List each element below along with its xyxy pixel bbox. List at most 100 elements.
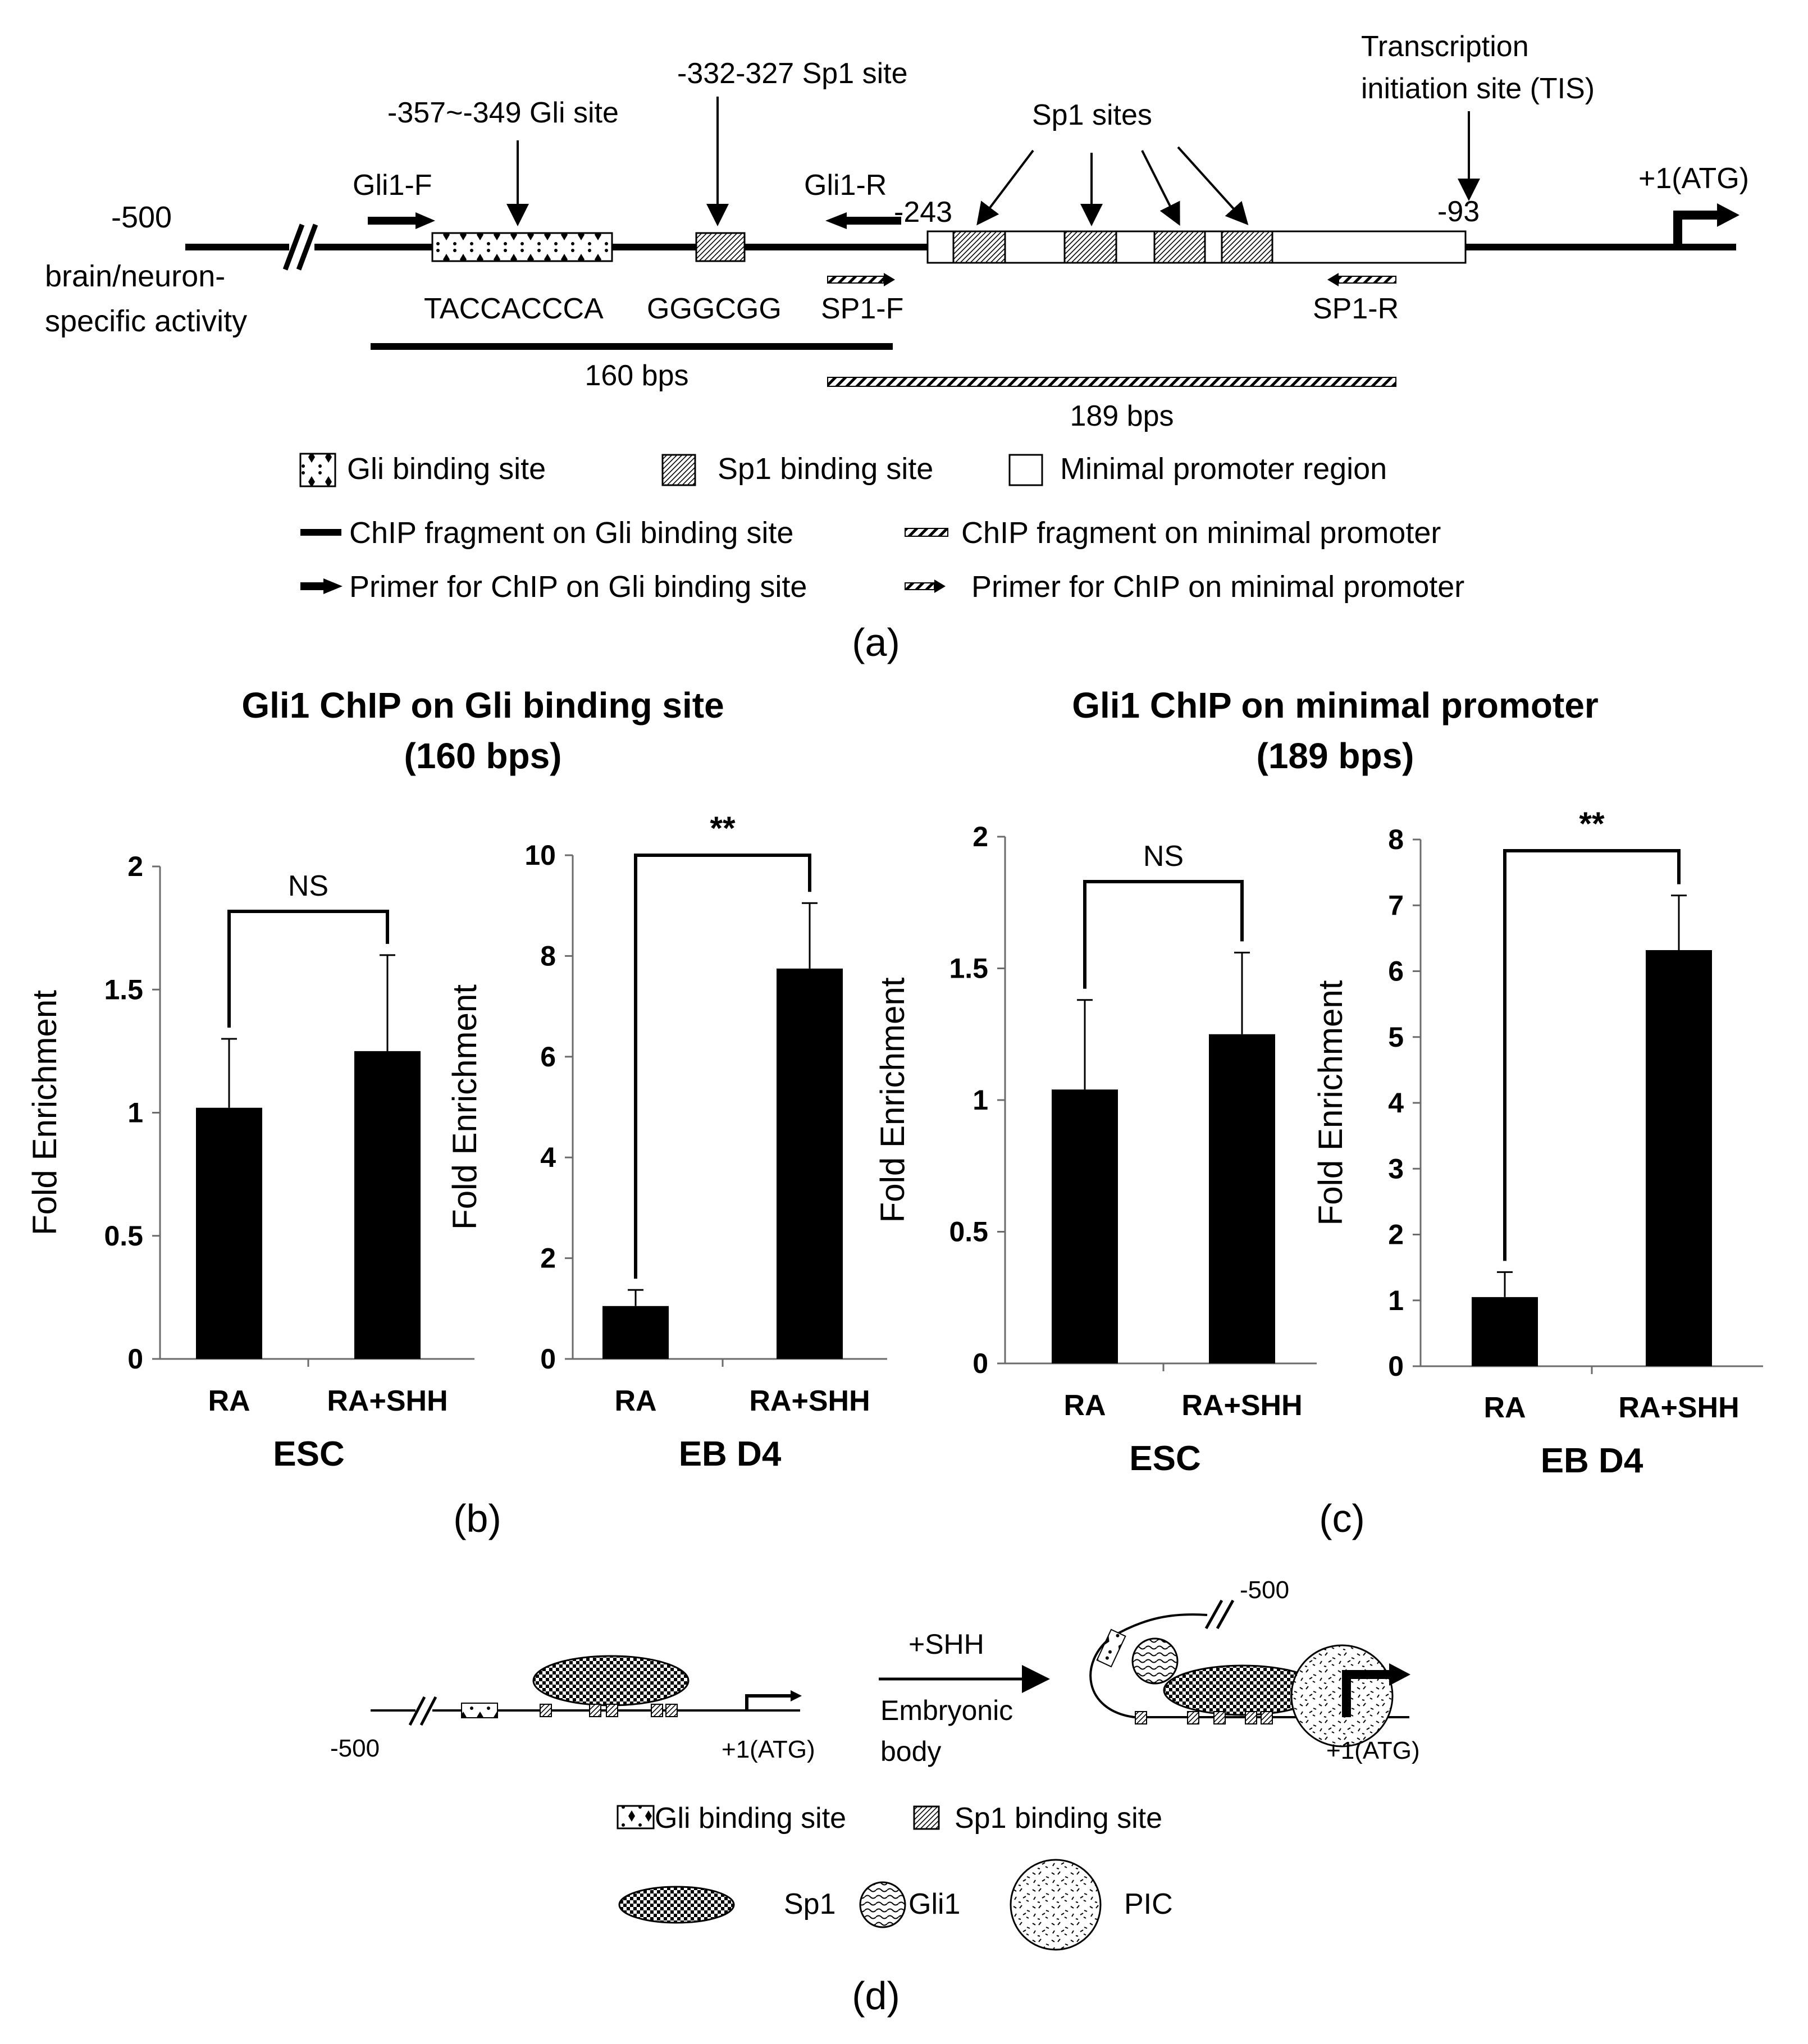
sp1-f-primer-arrow [827, 276, 884, 284]
sp1-r-label: SP1-R [1313, 293, 1399, 325]
y-tick-label: 5 [1388, 1021, 1404, 1053]
tis-label-2: initiation site (TIS) [1361, 72, 1595, 105]
sp1-legend-swatch [618, 1886, 735, 1924]
sp1-binding-site [1213, 1711, 1226, 1724]
significance-bracket [1503, 849, 1681, 1261]
chip-fragment-minimal-promoter [827, 377, 1396, 387]
embryonic-label: Embryonic [880, 1695, 1013, 1726]
gli-binding-site [431, 232, 613, 262]
y-tick-label: 4 [540, 1142, 556, 1173]
sp1-binding-legend-label: Sp1 binding site [955, 1802, 1162, 1835]
category-label: RA [614, 1385, 656, 1417]
promoter-line-break-2 [296, 223, 318, 271]
left-neg500: -500 [330, 1735, 380, 1762]
x-axis-label: ESC [273, 1435, 344, 1473]
panel-c-title-1: Gli1 ChIP on minimal promoter [1072, 685, 1599, 726]
panel-c-label: (c) [1319, 1496, 1365, 1540]
sp1-binding-site [1187, 1711, 1199, 1724]
promoter-line-break-1 [282, 223, 305, 271]
category-label: RA+SHH [1618, 1391, 1739, 1424]
right-atg-arrowhead [1389, 1663, 1410, 1686]
category-label: RA+SHH [1181, 1389, 1302, 1422]
sp1-binding-site [1135, 1711, 1147, 1724]
panel-d-model: -500 +1(ATG) +SHH Embryonic body -500 +1… [330, 1576, 1420, 2018]
x-axis-label: EB D4 [679, 1435, 782, 1473]
atg-arrowhead [1717, 203, 1739, 227]
y-tick-label: 0 [973, 1348, 988, 1379]
gli1-r-primer-arrowhead [825, 212, 847, 229]
sp1-binding-legend-label: Sp1 binding site [718, 452, 933, 486]
sp1-binding-site [952, 230, 1006, 264]
panel-c-title-2: (189 bps) [1257, 736, 1414, 776]
y-tick-label: 2 [973, 821, 988, 852]
panel-a-legend: Gli binding site Sp1 binding site Minima… [299, 452, 1464, 604]
panel-a-label: (a) [852, 620, 900, 664]
bar [1646, 950, 1712, 1366]
y-axis-label: Fold Enrichment [874, 977, 911, 1222]
sp1-binding-site [651, 1704, 663, 1717]
sp1-f-primer-arrowhead [884, 273, 895, 286]
category-label: RA+SHH [749, 1385, 870, 1417]
significance-bracket [227, 910, 389, 1028]
sp1-binding-site [1063, 230, 1117, 264]
y-tick-label: 8 [1388, 824, 1404, 855]
category-label: RA [208, 1385, 250, 1417]
y-tick-label: 2 [1388, 1219, 1404, 1251]
sp1-binding-site [540, 1704, 552, 1717]
left-atg-arrowhead [791, 1690, 802, 1701]
right-dna-break-2 [1216, 1599, 1235, 1630]
pos-neg500: -500 [111, 200, 172, 234]
y-tick-label: 0.5 [949, 1216, 988, 1248]
sp1-binding-legend-swatch [913, 1805, 940, 1830]
left-dna-break-1 [408, 1696, 426, 1726]
y-tick-label: 2 [540, 1243, 556, 1274]
y-tick-label: 1.5 [949, 953, 988, 984]
region-text-2: specific activity [45, 304, 247, 338]
y-tick-label: 0 [540, 1343, 556, 1375]
left-dna-break-2 [419, 1696, 437, 1726]
x-axis-label: ESC [1129, 1439, 1200, 1478]
x-axis-label: EB D4 [1541, 1441, 1643, 1480]
atg-label: +1(ATG) [1638, 162, 1749, 195]
sp1-sites-pointer-1 [976, 149, 1034, 226]
shh-label: +SHH [908, 1628, 984, 1660]
sp1-r-primer-arrowhead [1327, 273, 1339, 286]
left-atg: +1(ATG) [722, 1736, 815, 1763]
tis-label-1: Transcription [1361, 30, 1529, 63]
frag-160-label: 160 bps [585, 359, 688, 392]
y-axis-label: Fold Enrichment [446, 984, 483, 1230]
pos-neg243: -243 [894, 196, 952, 229]
category-label: RA+SHH [327, 1385, 448, 1417]
right-atg-arrow [1342, 1670, 1391, 1717]
sp1-binding-site [695, 232, 746, 262]
category-label: RA [1483, 1391, 1526, 1424]
primer-gli-legend-arrowhead [323, 578, 343, 594]
panel-d-label: (d) [852, 1974, 900, 2018]
y-axis-label: Fold Enrichment [26, 990, 63, 1235]
sp1-protein [532, 1655, 690, 1707]
gli1-f-label: Gli1-F [353, 169, 432, 202]
sp1-f-label: SP1-F [821, 293, 903, 325]
right-atg: +1(ATG) [1326, 1737, 1420, 1764]
bar [777, 968, 843, 1359]
chip-min-legend-label: ChIP fragment on minimal promoter [961, 516, 1441, 550]
bar [602, 1306, 669, 1359]
y-tick-label: 10 [524, 840, 556, 871]
y-tick-label: 4 [1388, 1087, 1404, 1119]
gli-binding-legend-swatch [617, 1805, 655, 1829]
gli1-legend-swatch [859, 1881, 906, 1928]
y-tick-label: 1.5 [104, 974, 143, 1005]
significance-label: NS [288, 870, 328, 902]
sp1-sites-pointer-4 [1177, 146, 1249, 225]
frag-189-label: 189 bps [1070, 400, 1174, 432]
bar [354, 1051, 421, 1359]
right-neg500: -500 [1240, 1576, 1289, 1604]
sp1-binding-site [1221, 230, 1273, 264]
y-tick-label: 3 [1388, 1153, 1404, 1184]
bar [196, 1107, 262, 1359]
y-tick-label: 6 [540, 1041, 556, 1073]
y-axis-label: Fold Enrichment [1312, 980, 1349, 1225]
y-tick-label: 0.5 [104, 1220, 143, 1252]
panel-b-title-2: (160 bps) [404, 736, 562, 776]
minimal-promoter-legend-label: Minimal promoter region [1060, 452, 1387, 486]
